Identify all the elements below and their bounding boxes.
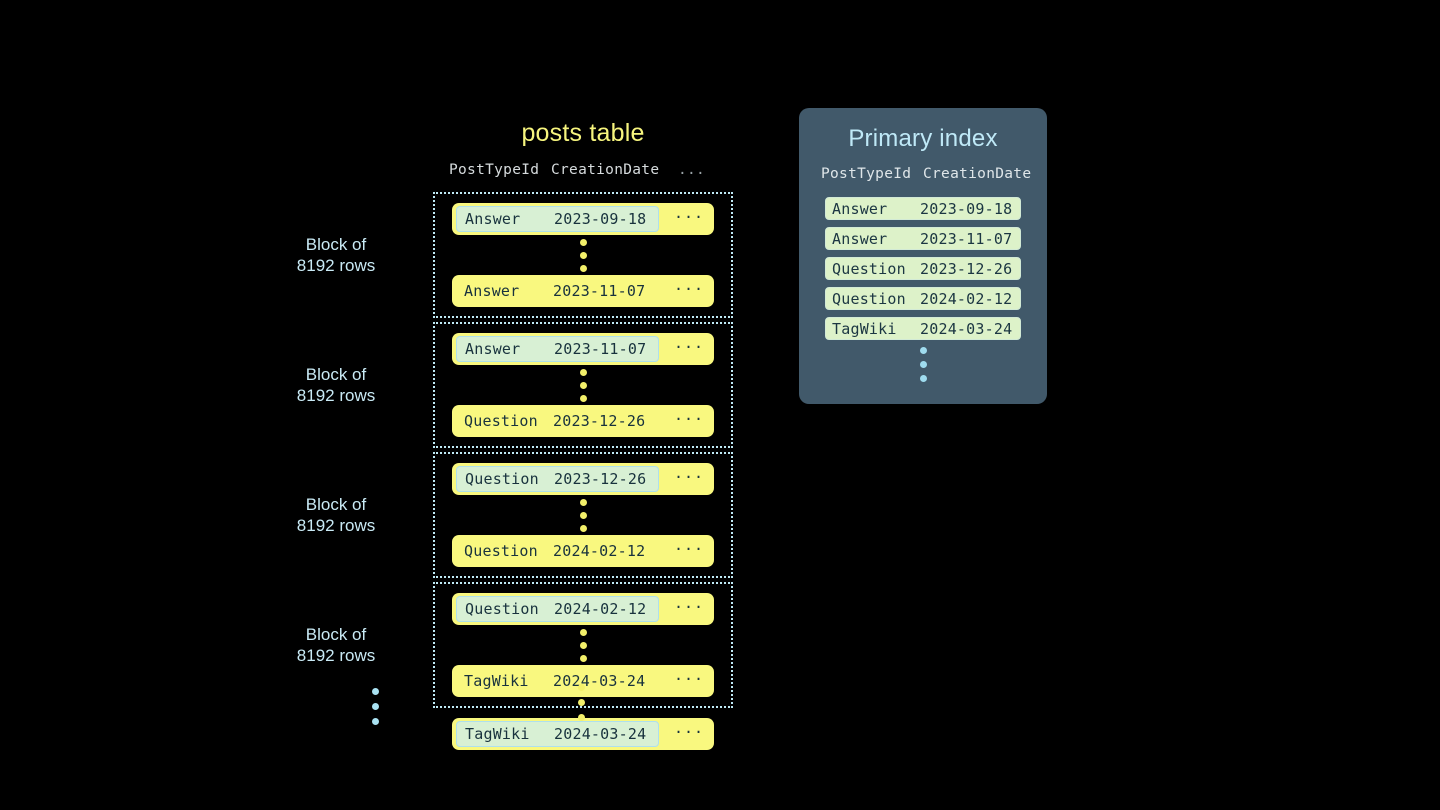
row-gap-dots [435, 365, 731, 405]
column-header-creationdate: CreationDate [551, 162, 660, 178]
primary-index-panel: Primary index PostTypeId CreationDate An… [799, 108, 1047, 404]
table-block: Block of 8192 rows Answer 2023-09-18 ...… [297, 192, 733, 318]
cell-creationdate: 2023-12-26 [554, 470, 647, 488]
cell-more-ellipsis: ... [674, 334, 705, 352]
table-row-trailing: TagWiki 2024-03-24 ... [452, 718, 714, 750]
cell-creationdate: 2023-12-26 [920, 259, 1013, 278]
index-row: Question 2024-02-12 [825, 287, 1021, 310]
cell-posttypeid: Question [832, 289, 906, 308]
row-gap-dots [435, 495, 731, 535]
cell-creationdate: 2023-11-07 [920, 229, 1013, 248]
column-header-posttypeid: PostTypeId [449, 162, 540, 178]
block-label: Block of 8192 rows [296, 235, 376, 275]
primary-index-rows: Answer 2023-09-18 Answer 2023-11-07 Ques… [799, 197, 1047, 340]
block-label: Block of 8192 rows [296, 365, 376, 405]
table-row: Answer 2023-11-07 ... [452, 275, 714, 307]
cell-posttypeid: Question [464, 412, 538, 430]
index-row: Answer 2023-11-07 [825, 227, 1021, 250]
cell-posttypeid: Question [832, 259, 906, 278]
cell-creationdate: 2023-09-18 [920, 199, 1013, 218]
row-highlight-box: Question 2024-02-12 [456, 596, 659, 622]
row-gap-dots [435, 625, 731, 665]
row-cells: Question 2023-12-26 [456, 408, 659, 434]
cell-posttypeid: Answer [465, 340, 521, 358]
table-block: Block of 8192 rows Answer 2023-11-07 ...… [297, 322, 733, 448]
column-header-more-ellipsis: ... [678, 162, 706, 178]
row-highlight-box: TagWiki 2024-03-24 [456, 721, 659, 747]
block-label: Block of 8192 rows [296, 495, 376, 535]
index-row: TagWiki 2024-03-24 [825, 317, 1021, 340]
cell-more-ellipsis: ... [674, 464, 705, 482]
row-gap-dots [435, 235, 731, 275]
primary-index-title: Primary index [848, 125, 998, 152]
row-cells: Answer 2023-11-07 [456, 278, 659, 304]
table-block: Block of 8192 rows Question 2023-12-26 .… [297, 452, 733, 578]
cell-creationdate: 2023-09-18 [554, 210, 647, 228]
cell-posttypeid: TagWiki [465, 725, 530, 743]
posts-table-title: posts table [521, 119, 645, 147]
row-highlight-box: Answer 2023-09-18 [456, 206, 659, 232]
cell-creationdate: 2024-03-24 [554, 725, 647, 743]
cell-posttypeid: Answer [832, 199, 888, 218]
table-row: Question 2023-12-26 ... [452, 405, 714, 437]
cell-posttypeid: Question [465, 470, 539, 488]
cell-posttypeid: Answer [464, 282, 520, 300]
posts-table-blocks: Block of 8192 rows Answer 2023-09-18 ...… [297, 192, 733, 750]
cell-more-ellipsis: ... [674, 719, 705, 737]
cell-posttypeid: Question [464, 542, 538, 560]
index-row: Question 2023-12-26 [825, 257, 1021, 280]
block-continuation-dots [372, 688, 379, 725]
primary-index-column-headers: PostTypeId CreationDate [799, 166, 1047, 188]
table-row: Question 2024-02-12 ... [452, 535, 714, 567]
cell-more-ellipsis: ... [674, 276, 705, 294]
cell-creationdate: 2023-11-07 [553, 282, 646, 300]
block-label: Block of 8192 rows [296, 625, 376, 665]
cell-more-ellipsis: ... [674, 594, 705, 612]
cell-creationdate: 2024-02-12 [553, 542, 646, 560]
cell-more-ellipsis: ... [674, 406, 705, 424]
table-row: TagWiki 2024-03-24 ... [452, 665, 714, 697]
posts-table-group: posts table PostTypeId CreationDate ... … [297, 118, 733, 750]
table-continuation-dots [578, 684, 585, 721]
table-row: Question 2023-12-26 ... [452, 463, 714, 495]
cell-more-ellipsis: ... [674, 536, 705, 554]
column-header-posttypeid: PostTypeId [821, 166, 912, 182]
cell-posttypeid: TagWiki [464, 672, 529, 690]
cell-posttypeid: Question [465, 600, 539, 618]
index-row: Answer 2023-09-18 [825, 197, 1021, 220]
table-row: Answer 2023-09-18 ... [452, 203, 714, 235]
cell-creationdate: 2024-02-12 [554, 600, 647, 618]
row-highlight-box: Question 2023-12-26 [456, 466, 659, 492]
cell-more-ellipsis: ... [674, 666, 705, 684]
table-block: Block of 8192 rows Question 2024-02-12 .… [297, 582, 733, 708]
table-row: Answer 2023-11-07 ... [452, 333, 714, 365]
cell-creationdate: 2023-11-07 [554, 340, 647, 358]
column-header-creationdate: CreationDate [923, 166, 1032, 182]
row-cells: TagWiki 2024-03-24 [456, 668, 659, 694]
cell-creationdate: 2024-02-12 [920, 289, 1013, 308]
cell-posttypeid: TagWiki [832, 319, 897, 338]
table-row: Question 2024-02-12 ... [452, 593, 714, 625]
posts-table-column-headers: PostTypeId CreationDate ... [433, 162, 733, 186]
row-highlight-box: Answer 2023-11-07 [456, 336, 659, 362]
cell-posttypeid: Answer [832, 229, 888, 248]
cell-more-ellipsis: ... [674, 204, 705, 222]
cell-creationdate: 2023-12-26 [553, 412, 646, 430]
cell-creationdate: 2024-03-24 [553, 672, 646, 690]
index-continuation-dots [799, 347, 1047, 382]
cell-creationdate: 2024-03-24 [920, 319, 1013, 338]
row-cells: Question 2024-02-12 [456, 538, 659, 564]
cell-posttypeid: Answer [465, 210, 521, 228]
